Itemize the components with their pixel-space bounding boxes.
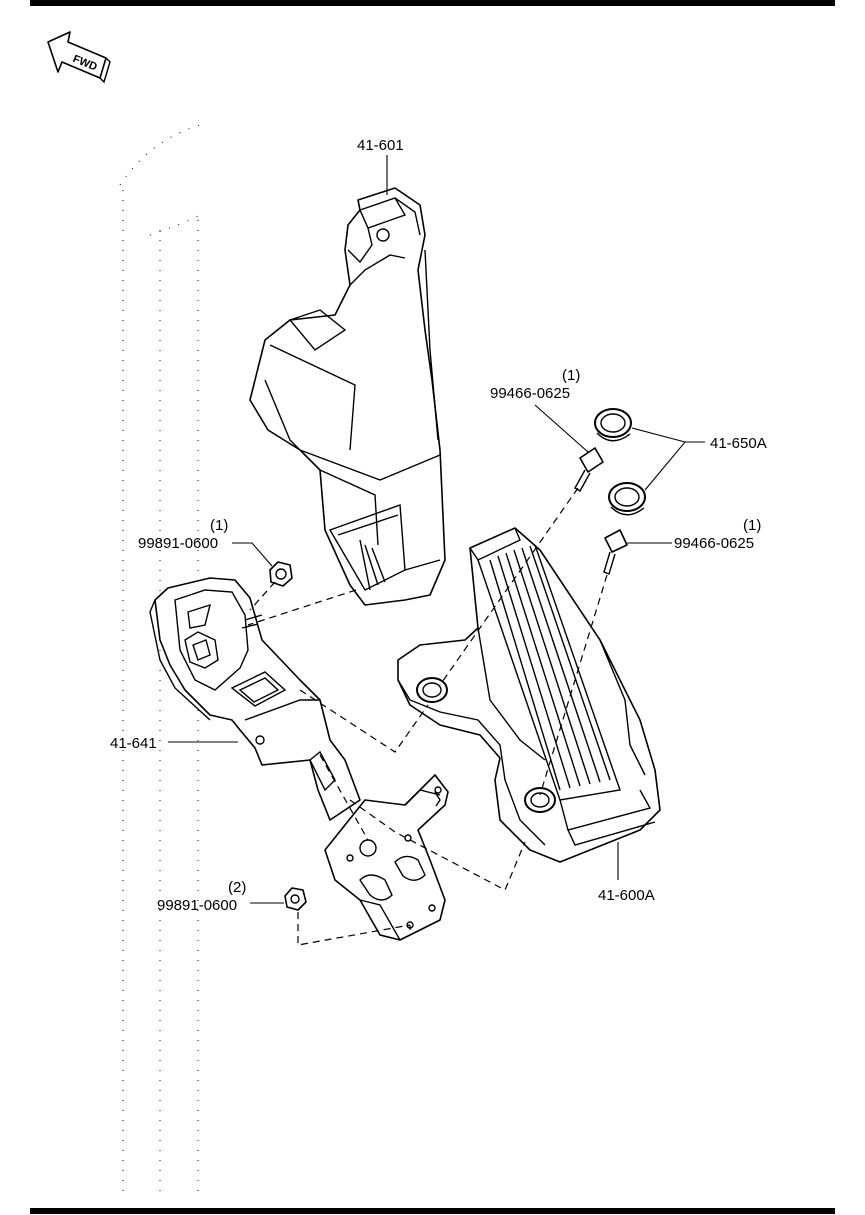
background-guides [119,124,201,1200]
nut-upper-number: 99891-0600 [138,535,218,552]
nut-lower-qty: (2) [228,879,246,896]
part-number-41-650A: 41-650A [710,435,767,452]
pedal-41-600A [397,527,661,863]
nut-lower-number: 99891-0600 [157,897,237,914]
nut-upper-icon [269,561,293,587]
bolt-right-qty: (1) [743,517,761,534]
nut-lower-icon [284,887,307,911]
nut-upper-qty: (1) [210,517,228,534]
part-number-41-600A: 41-600A [598,887,655,904]
bolt-right-number: 99466-0625 [674,535,754,552]
bracket-41-641 [149,577,361,821]
part-number-41-601: 41-601 [357,137,404,154]
bolt-right-icon [603,529,628,575]
grommet-upper [594,408,632,442]
cover-41-601 [249,187,446,606]
bolt-upper-qty: (1) [562,367,580,384]
bolt-upper-icon [574,447,604,492]
part-number-41-641: 41-641 [110,735,157,752]
bolt-upper-number: 99466-0625 [490,385,570,402]
bottom-border-bar [30,1208,835,1214]
top-border-bar [30,0,835,6]
grommet-lower [608,482,646,516]
assembly-dashed-lines [247,487,608,946]
fwd-arrow-icon: FWD [47,31,111,84]
